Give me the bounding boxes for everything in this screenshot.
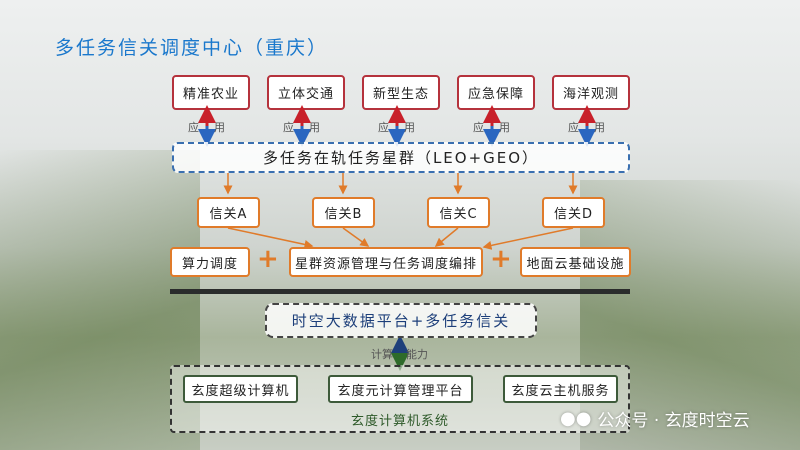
meta-computing-box: 玄度元计算管理平台: [328, 375, 473, 403]
platform-box: 时空大数据平台+多任务信关: [265, 303, 537, 338]
compute-link-label: 计算: [371, 348, 393, 361]
link-label: 应: [283, 121, 294, 134]
gateway-a: 信关A: [197, 197, 260, 228]
divider-bar: [170, 289, 630, 294]
cloud-host-box: 玄度云主机服务: [503, 375, 618, 403]
link-label: 应: [473, 121, 484, 134]
link-label: 应: [568, 121, 579, 134]
compute-scheduling-box: 算力调度: [170, 247, 250, 277]
background-hillside-left: [0, 150, 200, 450]
app-box-ecology: 新型生态: [362, 75, 440, 110]
watermark-text: 公众号 · 玄度时空云: [597, 411, 750, 431]
app-box-ocean: 海洋观测: [552, 75, 630, 110]
link-label: 用: [594, 121, 605, 134]
supercomputer-box: 玄度超级计算机: [183, 375, 298, 403]
constellation-management-box: 星群资源管理与任务调度编排: [289, 247, 483, 277]
gateway-d: 信关D: [542, 197, 605, 228]
wechat-icon: ●●: [560, 408, 592, 429]
link-label: 用: [499, 121, 510, 134]
gateway-c: 信关C: [427, 197, 490, 228]
watermark: ●● 公众号 · 玄度时空云: [560, 406, 750, 431]
computer-system-label: 玄度计算机系统: [350, 414, 449, 429]
app-box-agriculture: 精准农业: [172, 75, 250, 110]
constellation-box: 多任务在轨任务星群（LEO+GEO）: [172, 142, 630, 173]
link-label: 用: [309, 121, 320, 134]
ground-cloud-box: 地面云基础设施: [520, 247, 631, 277]
plus-icon: +: [257, 244, 279, 274]
link-label: 用: [214, 121, 225, 134]
plus-icon: +: [490, 244, 512, 274]
page-title: 多任务信关调度中心（重庆）: [55, 37, 329, 59]
gateway-b: 信关B: [312, 197, 375, 228]
link-label: 应: [188, 121, 199, 134]
background-hillside-right: [580, 180, 800, 450]
link-label: 用: [404, 121, 415, 134]
link-label: 应: [378, 121, 389, 134]
compute-link-label: 能力: [406, 348, 428, 361]
